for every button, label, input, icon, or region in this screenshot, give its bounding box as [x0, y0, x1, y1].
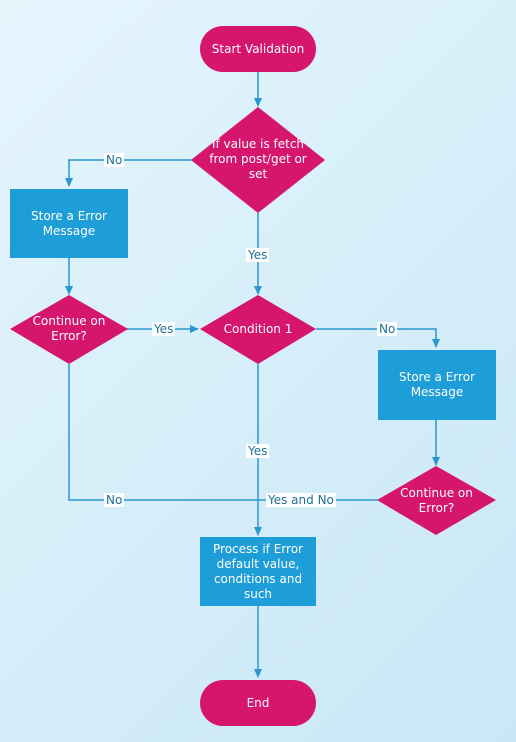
edge-label-condition1-no: No	[377, 322, 398, 336]
edge-label-continue-left-yes: Yes	[152, 322, 176, 336]
edge-fetch-no	[65, 159, 193, 187]
end-terminator	[200, 680, 316, 726]
edge-label-fetch-yes: Yes	[246, 248, 270, 262]
edge-label-condition1-yes: Yes	[246, 444, 270, 458]
edge-label-continue-right-yes-no: Yes and No	[266, 493, 336, 507]
continue-right-decision	[377, 466, 496, 535]
edge-label-continue-left-no: No	[104, 493, 125, 507]
store-error-left-process	[10, 189, 128, 258]
condition1-decision	[200, 295, 316, 364]
process-default-process	[200, 537, 316, 606]
edge-condition1-no	[316, 328, 440, 348]
edge-continue-left-no	[68, 364, 258, 501]
fetch-check-decision	[191, 107, 325, 213]
store-error-right-process	[378, 350, 496, 420]
start-terminator	[200, 26, 316, 72]
continue-left-decision	[10, 295, 128, 364]
edge-label-fetch-no: No	[104, 153, 125, 167]
